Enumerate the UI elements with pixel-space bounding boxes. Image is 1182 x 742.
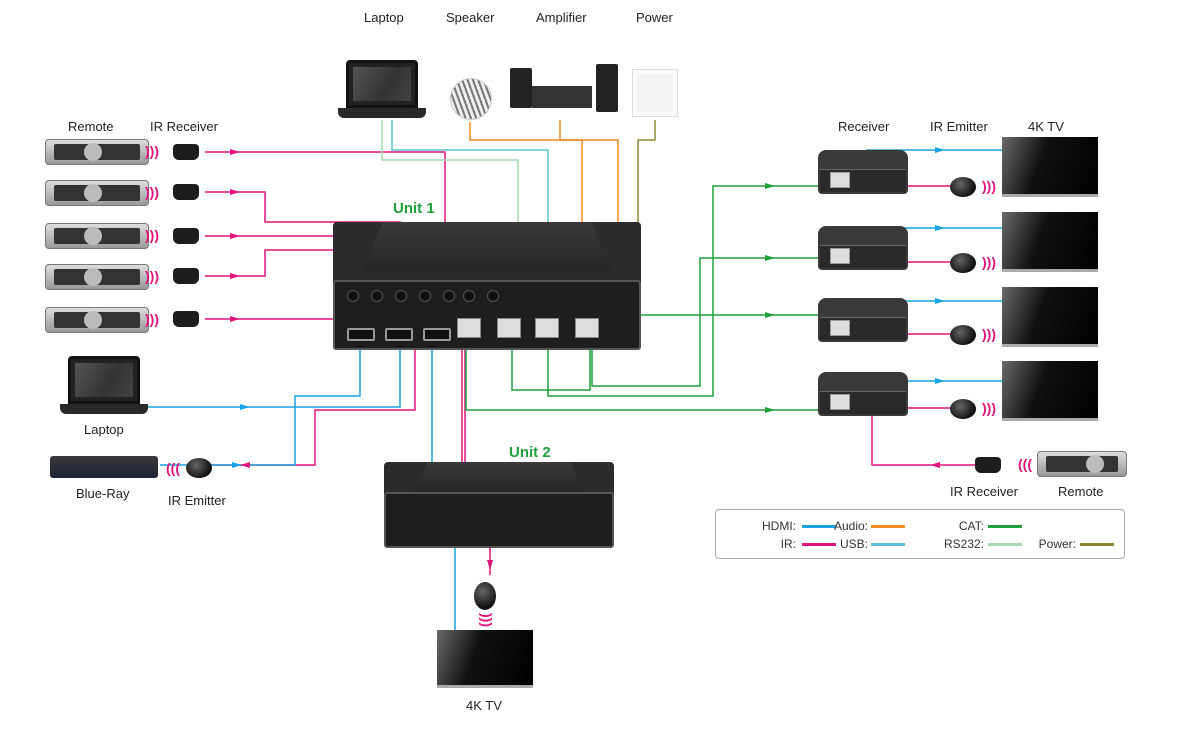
- bluray-device: [50, 456, 158, 478]
- ir-waves-icon: ))): [145, 227, 159, 243]
- remote-device: [45, 180, 149, 206]
- legend-power-swatch: [1080, 543, 1114, 546]
- tv-device: [1002, 212, 1098, 272]
- remote-device: [45, 223, 149, 249]
- cat2-port: [497, 318, 521, 338]
- legend-ir-swatch: [802, 543, 836, 546]
- ir-in-port-4: [419, 290, 431, 302]
- tv-device: [1002, 137, 1098, 197]
- ir-waves-icon: ))): [145, 311, 159, 327]
- ir-receiver-device: [173, 184, 199, 200]
- receiver-device: [818, 226, 908, 270]
- ir-receiver-device: [173, 144, 199, 160]
- tv-header: 4K TV: [1028, 119, 1064, 134]
- ir-receiver-device: [975, 457, 1001, 473]
- ir-emitter-device: [474, 582, 496, 610]
- ir-out-port: [463, 290, 475, 302]
- remote-header: Remote: [68, 119, 114, 134]
- amplifier-label: Amplifier: [536, 10, 587, 25]
- ir-waves-icon: ))): [982, 254, 996, 270]
- ir-emitter-header: IR Emitter: [930, 119, 988, 134]
- amplifier-device: [510, 64, 618, 118]
- ir-all-in-port: [443, 290, 455, 302]
- receiver-device: [818, 298, 908, 342]
- speaker-label: Speaker: [446, 10, 495, 25]
- receiver-device: [818, 150, 908, 194]
- ir-waves-icon: ))): [982, 178, 996, 194]
- laptop-source-label: Laptop: [84, 422, 124, 437]
- legend-audio-swatch: [871, 525, 905, 528]
- legend-usb-label: USB:: [839, 537, 868, 551]
- ir-waves-icon: ))): [479, 613, 495, 627]
- remote-device: [45, 307, 149, 333]
- hdmi1-port: [347, 328, 375, 341]
- legend-ir-label: IR:: [780, 537, 796, 551]
- ir-in-port-1: [347, 290, 359, 302]
- ir-emitter-device: [186, 458, 212, 478]
- tv-unit2-device: [437, 630, 533, 688]
- speaker-device: [450, 78, 492, 120]
- unit1-matrix-device: [333, 222, 641, 350]
- ir-receiver-header: IR Receiver: [150, 119, 218, 134]
- receiver-device: [818, 372, 908, 416]
- ir-waves-icon: ))): [145, 143, 159, 159]
- ir-waves-icon: (((: [1018, 456, 1032, 472]
- power-outlet-device: [632, 69, 678, 117]
- ir-emitter-device: [950, 325, 976, 345]
- power-label: Power: [636, 10, 673, 25]
- ir-waves-icon: ))): [982, 326, 996, 342]
- ir-receiver-label: IR Receiver: [950, 484, 1018, 499]
- ir-waves-icon: ))): [145, 184, 159, 200]
- remote-label: Remote: [1058, 484, 1104, 499]
- legend-rs232-swatch: [988, 543, 1022, 546]
- legend-hdmi-swatch: [802, 525, 836, 528]
- remote-device: [45, 139, 149, 165]
- laptop-top-label: Laptop: [364, 10, 404, 25]
- ir-waves-icon: ))): [982, 400, 996, 416]
- unit2-title: Unit 2: [509, 444, 551, 461]
- legend-cat-swatch: [988, 525, 1022, 528]
- legend-cat-label: CAT:: [958, 519, 984, 533]
- ir-loop-out-port: [487, 290, 499, 302]
- ir-emitter-device: [950, 399, 976, 419]
- cat1-port: [457, 318, 481, 338]
- unit2-matrix-device: [384, 462, 614, 548]
- ir-emitter-device: [950, 253, 976, 273]
- cat3-port: [535, 318, 559, 338]
- legend-rs232-label: RS232:: [943, 537, 984, 551]
- hdmi-loop-port: [423, 328, 451, 341]
- ir-in-port-3: [395, 290, 407, 302]
- ir-receiver-device: [173, 268, 199, 284]
- laptop-top-device: [338, 60, 426, 120]
- legend: HDMI: IR: Audio: USB: CAT: RS232: Power:: [715, 509, 1125, 559]
- ir-in-port-2: [371, 290, 383, 302]
- tv-device: [1002, 361, 1098, 421]
- receiver-header: Receiver: [838, 119, 890, 134]
- tv-unit2-label: 4K TV: [466, 698, 502, 713]
- ir-receiver-device: [173, 311, 199, 327]
- laptop-source-device: [60, 356, 148, 416]
- legend-power-label: Power:: [1038, 537, 1076, 551]
- hdmi2-port: [385, 328, 413, 341]
- ir-emitter-label: IR Emitter: [168, 493, 226, 508]
- ir-waves-icon: ))): [145, 268, 159, 284]
- unit1-title: Unit 1: [393, 200, 435, 217]
- ir-waves-icon: (((: [166, 460, 180, 476]
- remote-device: [1037, 451, 1127, 477]
- ir-receiver-device: [173, 228, 199, 244]
- remote-device: [45, 264, 149, 290]
- ir-emitter-device: [950, 177, 976, 197]
- legend-audio-label: Audio:: [833, 519, 868, 533]
- hdmi-wire-laptop: [145, 350, 361, 408]
- tv-device: [1002, 287, 1098, 347]
- cat4-port: [575, 318, 599, 338]
- legend-usb-swatch: [871, 543, 905, 546]
- ir-wire-5: [205, 290, 341, 320]
- legend-hdmi-label: HDMI:: [762, 519, 796, 533]
- bluray-label: Blue-Ray: [76, 486, 130, 501]
